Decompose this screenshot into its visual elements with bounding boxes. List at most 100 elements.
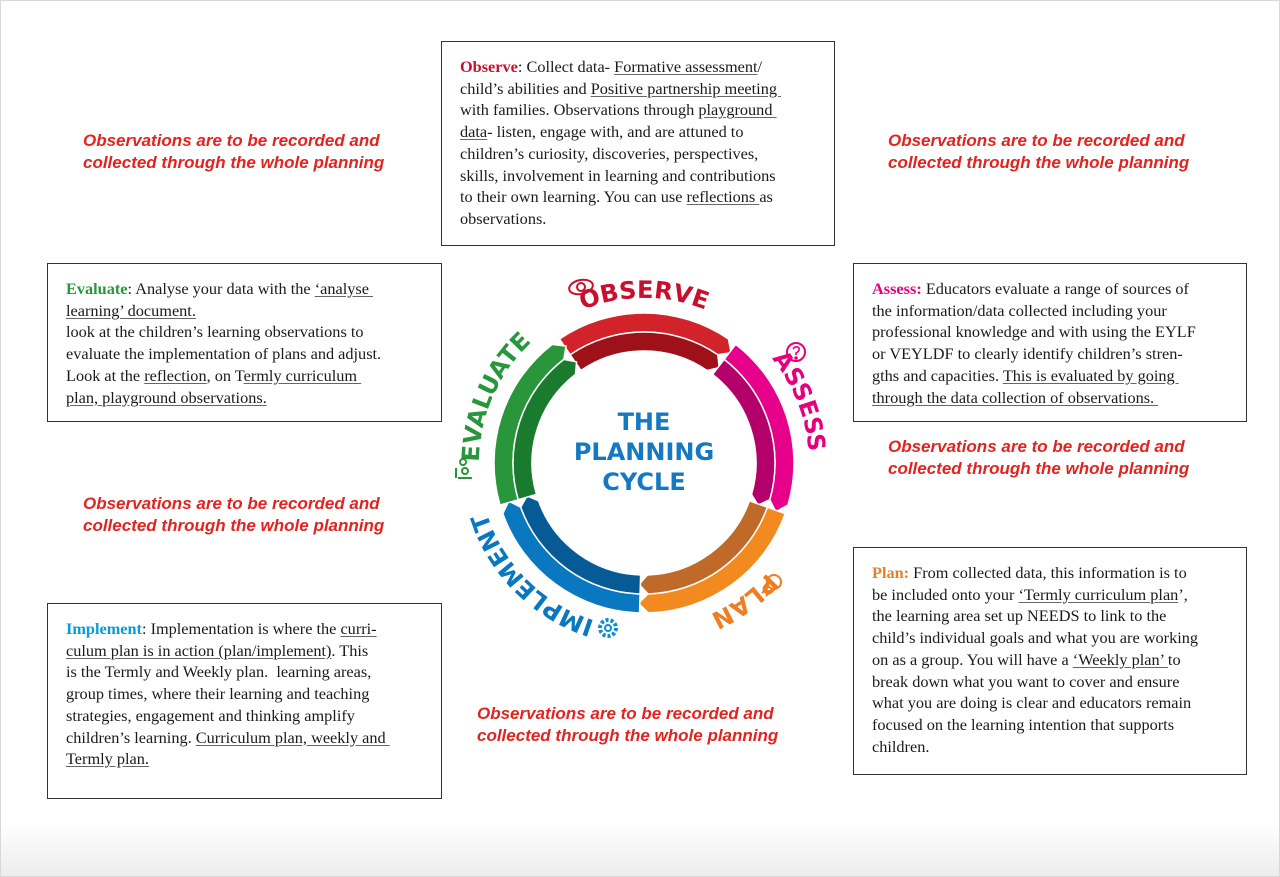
- text-line: culum plan is in action (plan/implement)…: [66, 640, 441, 662]
- text-line: or VEYLDF to clearly identify children’s…: [872, 343, 1246, 365]
- underlined-text: Termly plan.: [66, 749, 149, 769]
- text-line: with families. Observations through play…: [460, 99, 834, 121]
- text-line: children’s curiosity, discoveries, persp…: [460, 143, 834, 165]
- text-line: Assess: Educators evaluate a range of so…: [872, 278, 1246, 300]
- cycle-title-line: CYCLE: [602, 468, 685, 496]
- body-text: is the Termly and Weekly plan. learning …: [66, 662, 372, 682]
- text-line: through the data collection of observati…: [872, 387, 1246, 409]
- text-line: skills, involvement in learning and cont…: [460, 165, 834, 187]
- text-line: Termly plan.: [66, 748, 441, 770]
- body-text: to: [1167, 649, 1181, 669]
- plan-box: Plan: From collected data, this informat…: [853, 547, 1247, 775]
- body-text: what you are doing is clear and educator…: [872, 693, 1192, 713]
- text-line: strategies, engagement and thinking ampl…: [66, 705, 441, 727]
- body-text: strategies, engagement and thinking ampl…: [66, 705, 355, 725]
- cycle-title-line: PLANNING: [574, 438, 714, 466]
- gear-icon: [598, 618, 618, 638]
- observation-note-mid-left: Observations are to be recorded and coll…: [83, 493, 384, 537]
- observation-note-bottom: Observations are to be recorded and coll…: [477, 703, 778, 747]
- body-text: evaluate the implementation of plans and…: [66, 344, 382, 364]
- people-icon: [455, 458, 472, 479]
- body-text: : Implementation is where the: [141, 619, 341, 638]
- note-line: Observations are to be recorded and: [888, 131, 1185, 150]
- observation-note-top-right: Observations are to be recorded and coll…: [888, 130, 1189, 174]
- underlined-text: ‘Weekly plan’: [1072, 649, 1168, 669]
- text-line: gths and capacities. This is evaluated b…: [872, 365, 1246, 387]
- cycle-ring: [493, 312, 795, 614]
- body-text: children.: [872, 736, 930, 756]
- body-text: the information/data collected including…: [872, 300, 1167, 320]
- ring-segment-plan: [637, 499, 787, 614]
- underlined-text: reflection: [144, 365, 207, 385]
- text-line: child’s individual goals and what you ar…: [872, 627, 1246, 649]
- underlined-text: playground: [698, 100, 777, 120]
- text-line: child’s abilities and Positive partnersh…: [460, 78, 834, 100]
- text-line: the learning area set up NEEDS to link t…: [872, 605, 1246, 627]
- body-text: skills, involvement in learning and cont…: [460, 165, 776, 185]
- body-text: on as a group. You will have a: [872, 649, 1073, 669]
- note-line: collected through the whole planning: [477, 726, 779, 745]
- underlined-text: Positive partnership meeting: [590, 78, 782, 98]
- text-line: look at the children’s learning observat…: [66, 321, 441, 343]
- underlined-text: plan, playground observations.: [66, 387, 267, 407]
- question-icon: [786, 342, 806, 362]
- body-text: or VEYLDF to clearly identify children’s…: [872, 344, 1183, 364]
- text-line: Evaluate: Analyse your data with the ‘an…: [66, 278, 441, 300]
- ring-segment-evaluate: [493, 343, 578, 506]
- body-text: - listen, engage with, and are attuned t…: [487, 122, 744, 142]
- body-text: child’s individual goals and what you ar…: [872, 628, 1199, 648]
- body-text: /: [757, 57, 763, 76]
- underlined-text: through the data collection of observati…: [872, 387, 1159, 407]
- body-text: From collected data, this information is…: [909, 563, 1187, 582]
- underlined-text: curri-: [340, 619, 377, 638]
- text-line: Observe: Collect data- Formative assessm…: [460, 56, 834, 78]
- cycle-title-line: THE: [618, 408, 671, 436]
- assess-box: Assess: Educators evaluate a range of so…: [853, 263, 1247, 422]
- body-text: . This: [331, 640, 369, 660]
- text-line: on as a group. You will have a ‘Weekly p…: [872, 649, 1246, 671]
- body-text: to their own learning. You can use: [460, 187, 687, 207]
- text-line: professional knowledge and with using th…: [872, 321, 1246, 343]
- body-text: Look at the: [66, 365, 145, 385]
- text-line: children.: [872, 736, 1246, 758]
- body-text: children’s learning.: [66, 727, 196, 747]
- text-line: break down what you want to cover and en…: [872, 671, 1246, 693]
- text-line: plan, playground observations.: [66, 387, 441, 409]
- body-text: group times, where their learning and te…: [66, 684, 370, 704]
- underlined-text: ‘analyse: [314, 279, 374, 298]
- body-text: professional knowledge and with using th…: [872, 322, 1196, 342]
- section-heading: Evaluate: [66, 279, 128, 298]
- text-line: data- listen, engage with, and are attun…: [460, 121, 834, 143]
- body-text: as: [759, 187, 773, 207]
- underlined-text: learning’ document.: [66, 300, 196, 320]
- body-text: ’,: [1178, 584, 1188, 604]
- underlined-text: reflections: [686, 187, 760, 207]
- note-line: Observations are to be recorded and: [888, 437, 1185, 456]
- stage-label-observe: OBSERVE: [576, 276, 713, 315]
- text-line: observations.: [460, 208, 834, 230]
- eye-icon: [568, 278, 594, 296]
- body-text: child’s abilities and: [460, 78, 591, 98]
- observe-box: Observe: Collect data- Formative assessm…: [441, 41, 835, 246]
- body-text: look at the children’s learning observat…: [66, 322, 364, 342]
- ring-segment-band: [512, 358, 578, 501]
- text-line: group times, where their learning and te…: [66, 683, 441, 705]
- section-heading: Assess:: [872, 279, 922, 298]
- section-heading: Plan:: [872, 563, 910, 582]
- body-text: : Collect data-: [517, 57, 615, 76]
- body-text: : Analyse your data with the: [127, 279, 315, 298]
- text-line: the information/data collected including…: [872, 300, 1246, 322]
- note-line: collected through the whole planning: [888, 153, 1190, 172]
- text-line: is the Termly and Weekly plan. learning …: [66, 661, 441, 683]
- note-line: Observations are to be recorded and: [83, 131, 380, 150]
- implement-box: Implement: Implementation is where the c…: [47, 603, 442, 799]
- text-line: focused on the learning intention that s…: [872, 714, 1246, 736]
- note-line: Observations are to be recorded and: [477, 704, 774, 723]
- text-line: Implement: Implementation is where the c…: [66, 618, 441, 640]
- text-line: Look at the reflection, on Termly curric…: [66, 365, 441, 387]
- ring-segment-observe: [558, 312, 732, 372]
- underlined-text: Formative assessment: [614, 57, 758, 76]
- note-line: collected through the whole planning: [83, 516, 385, 535]
- text-line: Plan: From collected data, this informat…: [872, 562, 1246, 584]
